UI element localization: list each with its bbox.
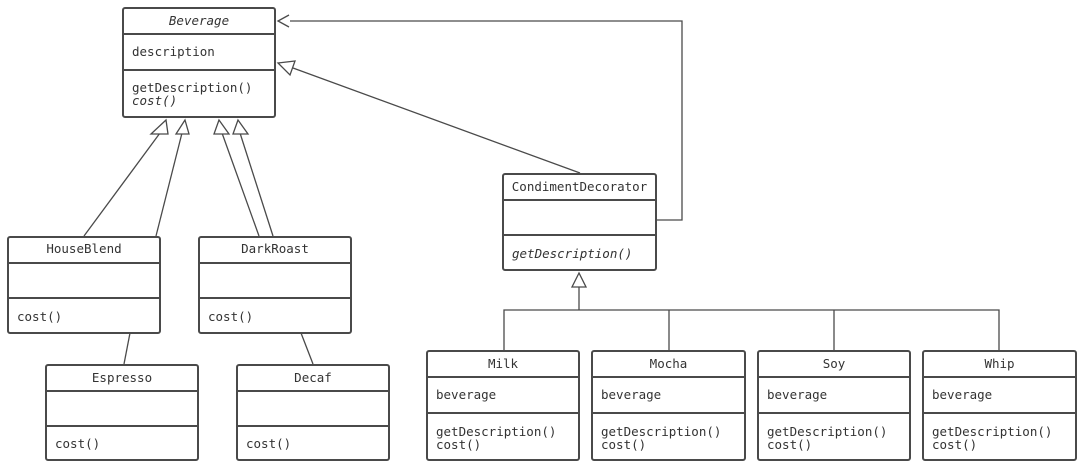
class-houseblend[interactable]: HouseBlend cost()	[7, 236, 161, 334]
class-condiment-decorator[interactable]: CondimentDecorator getDescription()	[502, 173, 657, 271]
method-cost: cost()	[932, 437, 978, 452]
class-methods: cost()	[238, 425, 388, 459]
method-cost: cost()	[601, 437, 647, 452]
class-espresso[interactable]: Espresso cost()	[45, 364, 199, 461]
class-name: Beverage	[168, 13, 230, 28]
class-attributes: beverage	[759, 376, 909, 414]
class-name: Soy	[822, 356, 846, 371]
class-methods: getDescription() cost()	[593, 412, 744, 459]
class-attributes	[504, 199, 655, 236]
houseblend-inheritance-line-2	[155, 132, 183, 237]
class-methods: cost()	[200, 297, 350, 332]
decorator-inheritance-line	[292, 67, 581, 174]
class-header: DarkRoast	[200, 238, 350, 262]
class-attributes: beverage	[593, 376, 744, 414]
class-header: Soy	[759, 352, 909, 376]
class-header: HouseBlend	[9, 238, 159, 262]
class-header: CondimentDecorator	[504, 175, 655, 199]
inheritance-arrowhead	[174, 118, 190, 135]
class-methods: getDescription() cost()	[759, 412, 909, 459]
attribute-description: description	[132, 44, 215, 59]
class-milk[interactable]: Milk beverage getDescription() cost()	[426, 350, 580, 461]
class-attributes	[47, 390, 197, 427]
class-name: Whip	[984, 356, 1015, 371]
class-methods: getDescription()	[504, 234, 655, 269]
attribute-beverage: beverage	[932, 387, 993, 402]
class-beverage[interactable]: Beverage description getDescription() co…	[122, 7, 276, 118]
class-name: Espresso	[91, 370, 153, 385]
class-header: Whip	[924, 352, 1075, 376]
method-get-description: getDescription()	[436, 424, 557, 439]
class-methods: getDescription() cost()	[124, 69, 274, 116]
inheritance-arrowhead	[570, 271, 588, 288]
class-whip[interactable]: Whip beverage getDescription() cost()	[922, 350, 1077, 461]
method-cost: cost()	[436, 437, 482, 452]
attribute-beverage: beverage	[767, 387, 828, 402]
class-header: Beverage	[124, 9, 274, 33]
class-name: Mocha	[649, 356, 688, 371]
inheritance-arrowhead	[213, 118, 231, 135]
class-attributes: beverage	[924, 376, 1075, 414]
class-attributes: beverage	[428, 376, 578, 414]
condiment-tree-branch	[503, 309, 1000, 350]
class-soy[interactable]: Soy beverage getDescription() cost()	[757, 350, 911, 461]
class-methods: cost()	[9, 297, 159, 332]
method-cost: cost()	[132, 93, 178, 108]
method-get-description: getDescription()	[132, 80, 253, 95]
method-cost: cost()	[208, 309, 254, 324]
association-arrowhead	[276, 14, 290, 28]
decorator-composition-line	[290, 20, 683, 221]
class-attributes	[200, 262, 350, 299]
attribute-beverage: beverage	[436, 387, 497, 402]
method-get-description: getDescription()	[512, 246, 633, 261]
class-methods: getDescription() cost()	[924, 412, 1075, 459]
method-get-description: getDescription()	[932, 424, 1053, 439]
method-cost: cost()	[55, 436, 101, 451]
class-name: CondimentDecorator	[511, 179, 648, 194]
class-methods: getDescription() cost()	[428, 412, 578, 459]
attribute-beverage: beverage	[601, 387, 662, 402]
espresso-connector-line	[123, 332, 131, 365]
class-name: Milk	[487, 356, 519, 371]
inheritance-arrowhead	[276, 60, 296, 77]
class-darkroast[interactable]: DarkRoast cost()	[198, 236, 352, 334]
darkroast-inheritance-line	[221, 132, 260, 237]
darkroast-inheritance-line-2	[239, 132, 274, 237]
class-mocha[interactable]: Mocha beverage getDescription() cost()	[591, 350, 746, 461]
inheritance-arrowhead	[232, 118, 250, 135]
class-header: Milk	[428, 352, 578, 376]
class-header: Decaf	[238, 366, 388, 390]
class-attributes	[9, 262, 159, 299]
houseblend-inheritance-line	[83, 132, 161, 237]
class-name: Decaf	[294, 370, 332, 385]
class-decaf[interactable]: Decaf cost()	[236, 364, 390, 461]
class-header: Mocha	[593, 352, 744, 376]
class-name: HouseBlend	[46, 241, 122, 256]
class-name: DarkRoast	[241, 241, 309, 256]
method-get-description: getDescription()	[767, 424, 888, 439]
class-header: Espresso	[47, 366, 197, 390]
method-cost: cost()	[246, 436, 292, 451]
class-attributes: description	[124, 33, 274, 71]
class-methods: cost()	[47, 425, 197, 459]
method-cost: cost()	[767, 437, 813, 452]
method-get-description: getDescription()	[601, 424, 722, 439]
class-attributes	[238, 390, 388, 427]
decaf-connector-line	[300, 332, 314, 365]
method-cost: cost()	[17, 309, 63, 324]
inheritance-arrowhead	[149, 118, 169, 135]
